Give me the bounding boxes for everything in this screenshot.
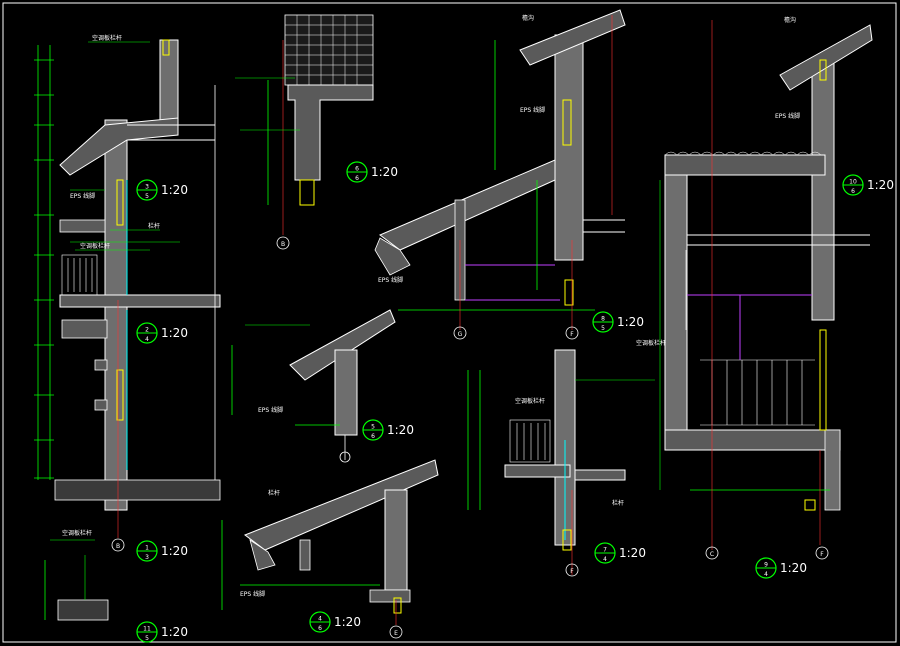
detail-sheet: 6 bbox=[355, 175, 359, 182]
detail-scale: 1:20 bbox=[371, 165, 398, 179]
detail-callout-d10-6: 10 6 1:20 bbox=[842, 174, 894, 196]
detail-callout-d9-4: 9 4 1:20 bbox=[755, 557, 807, 579]
section-10-6 bbox=[659, 20, 873, 550]
detail-scale: 1:20 bbox=[334, 615, 361, 629]
note-ac-11: 空调板栏杆 bbox=[515, 397, 545, 405]
detail-callout-d8-5: 8 5 1:20 bbox=[592, 311, 644, 333]
note-railing-14: 栏杆 bbox=[268, 489, 280, 497]
note-ac-3: 空调板栏杆 bbox=[80, 242, 110, 250]
section-5-6 bbox=[231, 309, 396, 463]
section-6-6 bbox=[235, 14, 374, 235]
note-eps-9: EPS 线脚 bbox=[258, 406, 283, 414]
detail-callout-d1-3: 1 3 1:20 bbox=[136, 540, 188, 562]
detail-number: 6 bbox=[355, 166, 359, 173]
axis-bubble-circle bbox=[565, 326, 579, 340]
note-eps-12: EPS 线脚 bbox=[240, 590, 265, 598]
axis-bubble-circle bbox=[565, 563, 579, 577]
axis-label: E bbox=[394, 630, 398, 637]
detail-number: 5 bbox=[371, 424, 375, 431]
detail-number: 10 bbox=[849, 179, 857, 186]
note-eps-1: EPS 线脚 bbox=[70, 192, 95, 200]
detail-callout-d6-6: 6 6 1:20 bbox=[346, 161, 398, 183]
note-railing-2: 栏杆 bbox=[148, 222, 160, 230]
axis-label: B bbox=[116, 543, 120, 550]
axis-bubbles: B B G F F C F E bbox=[111, 236, 829, 639]
detail-callouts: 3 5 1:20 2 4 1:20 6 6 1:20 10 6 1:20 8 5 1:20 5 6 1:20 7 4 1… bbox=[136, 161, 894, 643]
axis-b-2: B bbox=[276, 236, 290, 250]
detail-number: 3 bbox=[145, 184, 149, 191]
detail-number: 8 bbox=[601, 316, 605, 323]
detail-sheet: 5 bbox=[601, 325, 605, 332]
detail-scale: 1:20 bbox=[161, 326, 188, 340]
note-ac-0: 空调板栏杆 bbox=[92, 34, 122, 42]
detail-scale: 1:20 bbox=[617, 315, 644, 329]
note-eps-4: EPS 线脚 bbox=[378, 276, 403, 284]
detail-number: 9 bbox=[764, 562, 768, 569]
axis-e: E bbox=[389, 625, 403, 639]
detail-callout-d7-4: 7 4 1:20 bbox=[594, 542, 646, 564]
section-4-6 bbox=[221, 459, 439, 625]
axis-f-2: F bbox=[565, 563, 579, 577]
axis-label: B bbox=[281, 241, 285, 248]
axis-bubble-circle bbox=[276, 236, 290, 250]
detail-sheet: 6 bbox=[318, 625, 322, 632]
detail-scale: 1:20 bbox=[161, 544, 188, 558]
axis-f-1: F bbox=[565, 326, 579, 340]
note-ac-15: 空调板栏杆 bbox=[636, 339, 666, 347]
axis-g: G bbox=[453, 326, 467, 340]
axis-c: C bbox=[705, 546, 719, 560]
note-gutter-7: 檐沟 bbox=[784, 16, 796, 24]
note-eps-6: EPS 线脚 bbox=[520, 106, 545, 114]
axis-label: C bbox=[710, 551, 714, 558]
detail-scale: 1:20 bbox=[161, 625, 188, 639]
note-ac-13: 空调板栏杆 bbox=[62, 529, 92, 537]
detail-callout-d2-4: 2 4 1:20 bbox=[136, 322, 188, 344]
detail-callout-d4-6: 4 6 1:20 bbox=[309, 611, 361, 633]
note-eps-8: EPS 线脚 bbox=[775, 112, 800, 120]
axis-bubble-circle bbox=[453, 326, 467, 340]
detail-sheet: 4 bbox=[764, 571, 768, 578]
axis-bubble-circle bbox=[815, 546, 829, 560]
axis-bubble-circle bbox=[705, 546, 719, 560]
axis-label: F bbox=[570, 331, 574, 338]
axis-label: F bbox=[570, 568, 574, 575]
axis-bubble-circle bbox=[389, 625, 403, 639]
detail-number: 4 bbox=[318, 616, 322, 623]
note-gutter-5: 檐沟 bbox=[522, 14, 534, 22]
detail-callout-d5-6: 5 6 1:20 bbox=[362, 419, 414, 441]
detail-number: 2 bbox=[145, 327, 149, 334]
detail-number: 1 bbox=[145, 545, 149, 552]
detail-scale: 1:20 bbox=[387, 423, 414, 437]
detail-number: 7 bbox=[603, 547, 607, 554]
axis-b-1: B bbox=[111, 538, 125, 552]
axis-f-3: F bbox=[815, 546, 829, 560]
detail-scale: 1:20 bbox=[867, 178, 894, 192]
detail-sheet: 5 bbox=[145, 193, 149, 200]
section-left-tall bbox=[34, 39, 221, 538]
axis-label: F bbox=[820, 551, 824, 558]
detail-scale: 1:20 bbox=[619, 546, 646, 560]
note-railing-10: 栏杆 bbox=[612, 499, 624, 507]
detail-sheet: 4 bbox=[145, 336, 149, 343]
detail-sheet: 6 bbox=[851, 188, 855, 195]
detail-sheet: 3 bbox=[145, 554, 149, 561]
detail-sheet: 4 bbox=[603, 556, 607, 563]
section-8-5 bbox=[374, 9, 626, 330]
section-7-4 bbox=[467, 349, 655, 575]
detail-number: 11 bbox=[143, 626, 151, 633]
detail-callout-d3-5: 3 5 1:20 bbox=[136, 179, 188, 201]
section-11-5 bbox=[44, 539, 109, 621]
detail-scale: 1:20 bbox=[780, 561, 807, 575]
axis-label: G bbox=[458, 331, 463, 338]
detail-scale: 1:20 bbox=[161, 183, 188, 197]
axis-bubble-circle bbox=[111, 538, 125, 552]
detail-sheet: 5 bbox=[145, 635, 149, 642]
detail-sheet: 6 bbox=[371, 433, 375, 440]
detail-callout-d11-5: 11 5 1:20 bbox=[136, 621, 188, 643]
